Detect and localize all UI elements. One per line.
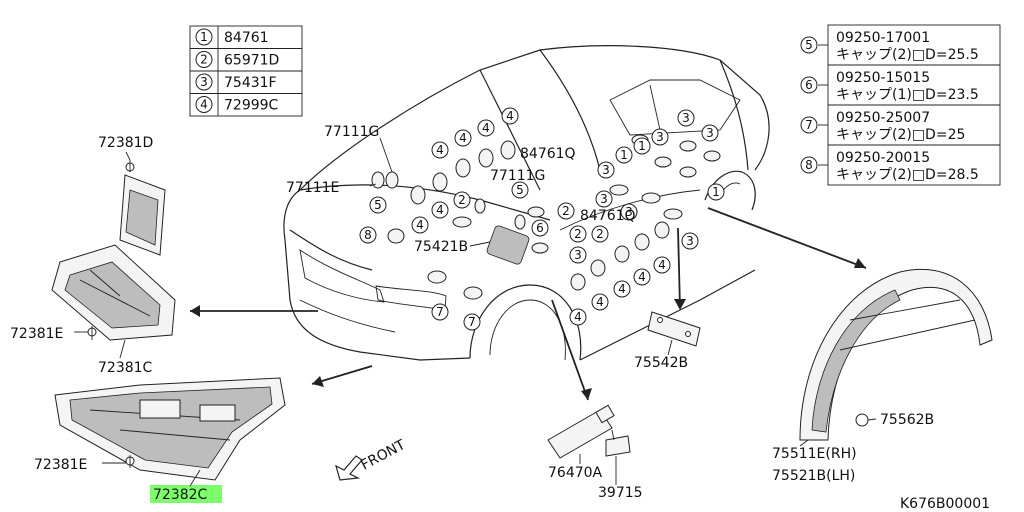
label-76470A: 76470A	[548, 465, 603, 481]
part-labels: 72381D 72381E 72381C 72381E 72382C 77111…	[10, 124, 990, 512]
callout-4: 4	[596, 295, 604, 309]
legend-left-part-2: 65971D	[224, 53, 279, 69]
legend-left-table: 1 2 3 4 84761 65971D 75431F 72999C	[189, 25, 303, 117]
callout-8: 8	[364, 228, 372, 242]
callout-5: 5	[374, 198, 382, 212]
callout-3: 3	[706, 126, 714, 140]
legend-right-key-6: 6	[805, 78, 813, 92]
fender-liner	[799, 268, 993, 441]
legend-left-key-3: 3	[200, 75, 208, 89]
callout-2: 2	[458, 193, 466, 207]
label-77111G-upper: 77111G	[324, 124, 379, 140]
diagram-code: K676B00001	[900, 496, 990, 512]
legend-right-part-5: 09250-17001	[836, 30, 930, 46]
callout-3: 3	[602, 163, 610, 177]
callout-4: 4	[574, 310, 582, 324]
legend-left-part-3: 75431F	[224, 75, 277, 91]
callout-4: 4	[459, 131, 467, 145]
label-75511E: 75511E(RH)	[772, 446, 857, 462]
callout-4: 4	[638, 270, 646, 284]
label-72381E-upper: 72381E	[10, 326, 63, 342]
callout-7: 7	[436, 305, 444, 319]
callout-4: 4	[482, 121, 490, 135]
callout-1: 1	[638, 139, 646, 153]
legend-right-key-5: 5	[805, 38, 813, 52]
label-84761Q-upper: 84761Q	[520, 146, 576, 162]
label-77111E: 77111E	[286, 180, 339, 196]
label-72381C: 72381C	[98, 360, 153, 376]
highlight-72382C	[150, 485, 222, 503]
callout-4: 4	[436, 203, 444, 217]
arrows	[190, 207, 867, 481]
legend-left-part-4: 72999C	[224, 98, 279, 114]
leader-lines	[74, 137, 877, 487]
callout-4: 4	[658, 258, 666, 272]
legend-left-key-2: 2	[200, 53, 208, 67]
callout-3: 3	[656, 130, 664, 144]
callout-3: 3	[686, 234, 694, 248]
legend-right-desc-5: キャップ(2)□D=25.5	[836, 47, 979, 63]
tube-and-clip	[547, 404, 631, 459]
label-75421B: 75421B	[414, 239, 468, 255]
label-72382C: 72382C	[153, 487, 208, 503]
label-72381D: 72381D	[98, 135, 153, 151]
legend-left-key-1: 1	[200, 30, 208, 44]
car-body-illustration	[283, 45, 770, 361]
callout-3: 3	[625, 205, 633, 219]
grommets	[371, 134, 721, 300]
label-75521B: 75521B(LH)	[772, 468, 855, 484]
callout-circles: 5 4 4 4 4 4 4 2 8 5 2 6 7 7 2 2 3 4 4 4 …	[359, 107, 725, 331]
legend-right-key-8: 8	[805, 158, 813, 172]
legend-right-desc-6: キャップ(1)□D=23.5	[836, 87, 979, 103]
callout-5: 5	[516, 183, 524, 197]
callout-3: 3	[600, 192, 608, 206]
callout-4: 4	[618, 282, 626, 296]
callout-3: 3	[682, 111, 690, 125]
engine-undercover-lower	[54, 377, 286, 481]
legend-right-part-8: 09250-20015	[836, 150, 930, 166]
label-77111G-lower: 77111G	[490, 168, 545, 184]
callout-1: 1	[620, 148, 628, 162]
callout-6: 6	[536, 221, 544, 235]
legend-right-desc-8: キャップ(2)□D=28.5	[836, 167, 979, 183]
callout-4: 4	[506, 109, 514, 123]
callout-1: 1	[712, 185, 720, 199]
label-39715: 39715	[598, 485, 643, 501]
legend-right-part-7: 09250-25007	[836, 110, 930, 126]
legend-left-key-4: 4	[200, 98, 208, 112]
legend-right-part-6: 09250-15015	[836, 70, 930, 86]
legend-right-table: 5 6 7 8 09250-17001 キャップ(2)□D=25.5 09250…	[800, 24, 1001, 186]
callout-2: 2	[574, 227, 582, 241]
label-75562B: 75562B	[880, 412, 934, 428]
label-front: FRONT	[358, 437, 408, 474]
callout-2: 2	[562, 204, 570, 218]
label-72381E-lower: 72381E	[34, 457, 87, 473]
callout-4: 4	[436, 143, 444, 157]
label-84761Q-lower: 84761Q	[580, 208, 636, 224]
callout-7: 7	[468, 315, 476, 329]
legend-left-part-1: 84761	[224, 30, 269, 46]
legend-right-key-7: 7	[805, 118, 813, 132]
legend-right-desc-7: キャップ(2)□D=25	[836, 127, 965, 143]
label-75542B: 75542B	[634, 355, 688, 371]
callout-2: 2	[596, 227, 604, 241]
engine-undercover-upper	[51, 160, 176, 341]
plate-75542b	[647, 311, 701, 347]
callout-3: 3	[574, 248, 582, 262]
callout-4: 4	[416, 218, 424, 232]
